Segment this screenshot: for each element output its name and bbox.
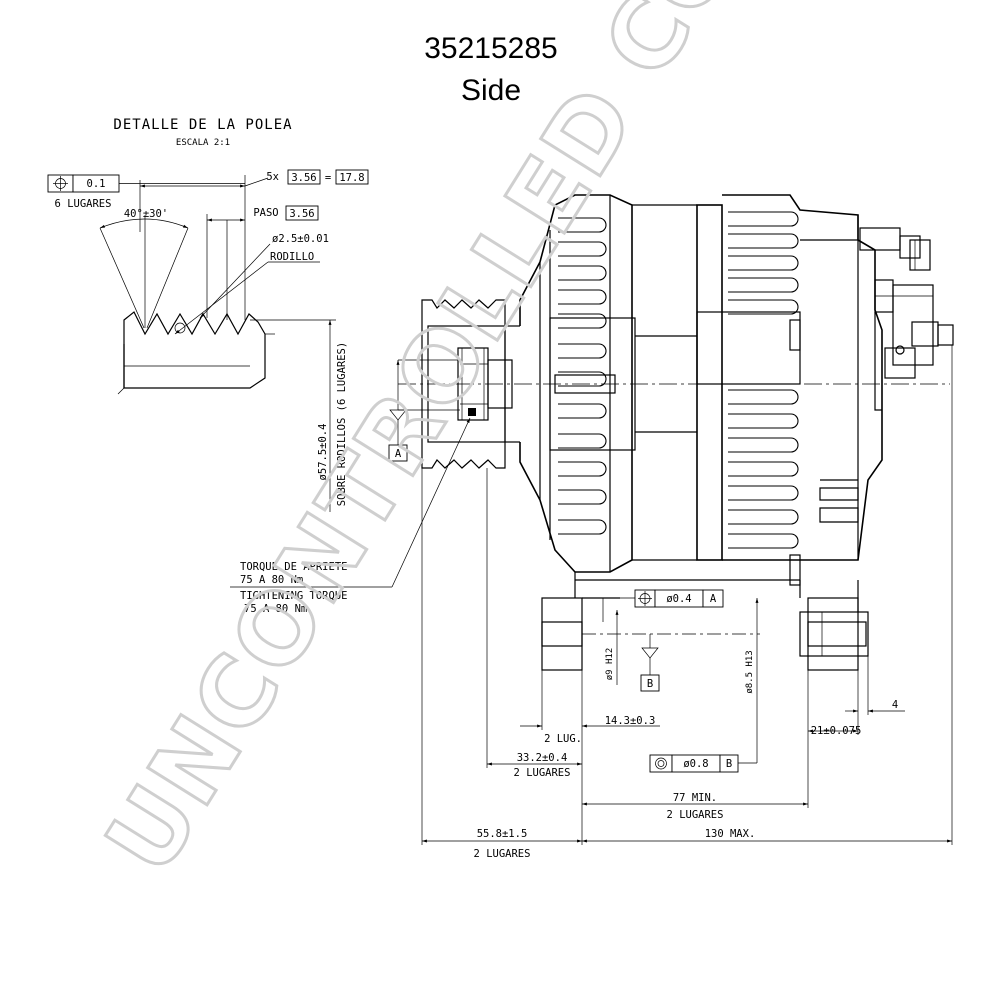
dim-14-3: 14.3±0.3 [605, 715, 656, 727]
position-tolerance-value: ø0.4 [666, 593, 691, 605]
over-rollers-dimension: ø57.5±0.4 SOBRE RODILLOS (6 LUGARES) [250, 319, 348, 512]
fin-slot [728, 389, 799, 405]
fin-slot [558, 265, 607, 281]
mounting-lug-left [541, 572, 800, 671]
pulley [421, 299, 520, 469]
fin-slot [558, 289, 607, 305]
roller-dia: ø2.5±0.01 [272, 233, 329, 245]
fin-slot [558, 403, 607, 419]
position-tolerance-datum: A [710, 593, 717, 605]
fin-slot [728, 437, 799, 453]
fin-slot [728, 233, 799, 249]
two-lug-label: 2 LUG. [544, 733, 582, 745]
fin-slot [728, 533, 799, 549]
torque-en-value: 75 A 80 Nm [244, 603, 307, 615]
terminal-block [859, 227, 954, 411]
fin-slot [558, 241, 607, 257]
pitch-label: PASO [253, 207, 278, 219]
groove-angle: 40°±30' [99, 208, 189, 329]
fin-slot [728, 413, 799, 429]
position-crosshair-icon [53, 176, 68, 191]
rear-housing [696, 194, 883, 586]
datum-triangle-icon [389, 409, 407, 421]
pitch-count: 5x [266, 171, 279, 183]
fin-slot [558, 433, 607, 449]
concentric-value: ø0.8 [683, 758, 708, 770]
pulley-detail-heading: DETALLE DE LA POLEA [113, 117, 292, 133]
dim-77: 77 MIN. [673, 792, 717, 804]
position-crosshair-icon [638, 591, 652, 606]
pitch-total: 17.8 [339, 172, 364, 184]
bottom-dimensions: 2 LUG. 14.3±0.3 33.2±0.4 2 LUGARES 77 MI… [421, 345, 953, 860]
fin-slot [558, 371, 607, 387]
bore-large-dim: ø8.5 H13 [745, 650, 755, 693]
fin-slot [558, 519, 607, 535]
pulley-section [117, 311, 275, 395]
alternator-side-view: A [230, 194, 954, 860]
torque-callout: TORQUE DE APRIETE 75 A 80 Nm TIGHTENING … [230, 417, 471, 615]
bore-dimensions: ø9 H12 ø8.5 H13 [605, 598, 759, 700]
concentricity-circle-icon [655, 757, 667, 770]
concentric-datum: B [726, 758, 732, 770]
torque-es-label: TORQUE DE APRIETE [240, 561, 347, 573]
dim-21: 21±0.075 [811, 725, 862, 737]
fin-slot [558, 343, 607, 359]
view-title: Side [461, 74, 521, 107]
pitch-dimension: 5x 3.56 = 17.8 PASO 3.56 [139, 169, 369, 320]
dim-77-places: 2 LUGARES [667, 809, 724, 821]
concentricity-frame: ø0.8 B [649, 700, 758, 773]
pulley-tolerance-value: 0.1 [87, 178, 106, 190]
pulley-detail-scale: ESCALA 2:1 [176, 138, 230, 148]
torque-en-label: TIGHTENING TORQUE [240, 590, 347, 602]
datum-triangle-icon [641, 647, 659, 659]
front-cooling-fins [558, 217, 607, 535]
position-tolerance-frame: ø0.4 A [602, 589, 724, 622]
fin-slot [728, 277, 799, 293]
dim-130: 130 MAX. [705, 828, 756, 840]
dim-55-8: 55.8±1.5 [477, 828, 528, 840]
datum-a-label: A [395, 448, 402, 460]
fin-slot [558, 217, 607, 233]
fin-slot [728, 255, 799, 271]
dim-4: 4 [892, 699, 898, 711]
dim-55-8-places: 2 LUGARES [474, 848, 531, 860]
torque-es-value: 75 A 80 Nm [240, 574, 303, 586]
pitch-box-value: 3.56 [289, 208, 314, 220]
roller-label: RODILLO [270, 251, 314, 263]
fin-slot [558, 461, 607, 477]
fin-slot [728, 299, 799, 315]
roller-callout: ø2.5±0.01 RODILLO [174, 233, 329, 335]
pulley-detail: DETALLE DE LA POLEA ESCALA 2:1 0.1 6 LUG… [47, 117, 369, 512]
dim-33-2: 33.2±0.4 [517, 752, 568, 764]
fin-slot [728, 509, 799, 525]
fin-slot [728, 211, 799, 227]
over-rollers-dim: ø57.5±0.4 [317, 424, 329, 481]
dim-33-2-places: 2 LUGARES [514, 767, 571, 779]
pulley-position-tolerance: 0.1 6 LUGARES [47, 174, 245, 210]
groove-angle-value: 40°±30' [124, 208, 168, 220]
pitch-value: 3.56 [291, 172, 316, 184]
fin-slot [558, 489, 607, 505]
front-housing [519, 194, 697, 573]
mounting-lug-right [799, 580, 869, 671]
over-rollers-label: SOBRE RODILLOS (6 LUGARES) [336, 342, 348, 506]
datum-b-marker: B [640, 634, 660, 692]
part-number-title: 35215285 [424, 32, 557, 65]
fin-slot [558, 313, 607, 329]
fin-slot [728, 461, 799, 477]
pulley-places-label: 6 LUGARES [55, 198, 112, 210]
bore-small-dim: ø9 H12 [605, 648, 615, 681]
rear-cooling-fins [728, 211, 799, 549]
datum-b-label: B [647, 678, 653, 690]
fin-slot [728, 485, 799, 501]
datum-a-marker: A [388, 359, 460, 462]
pitch-equals: = [325, 172, 331, 184]
